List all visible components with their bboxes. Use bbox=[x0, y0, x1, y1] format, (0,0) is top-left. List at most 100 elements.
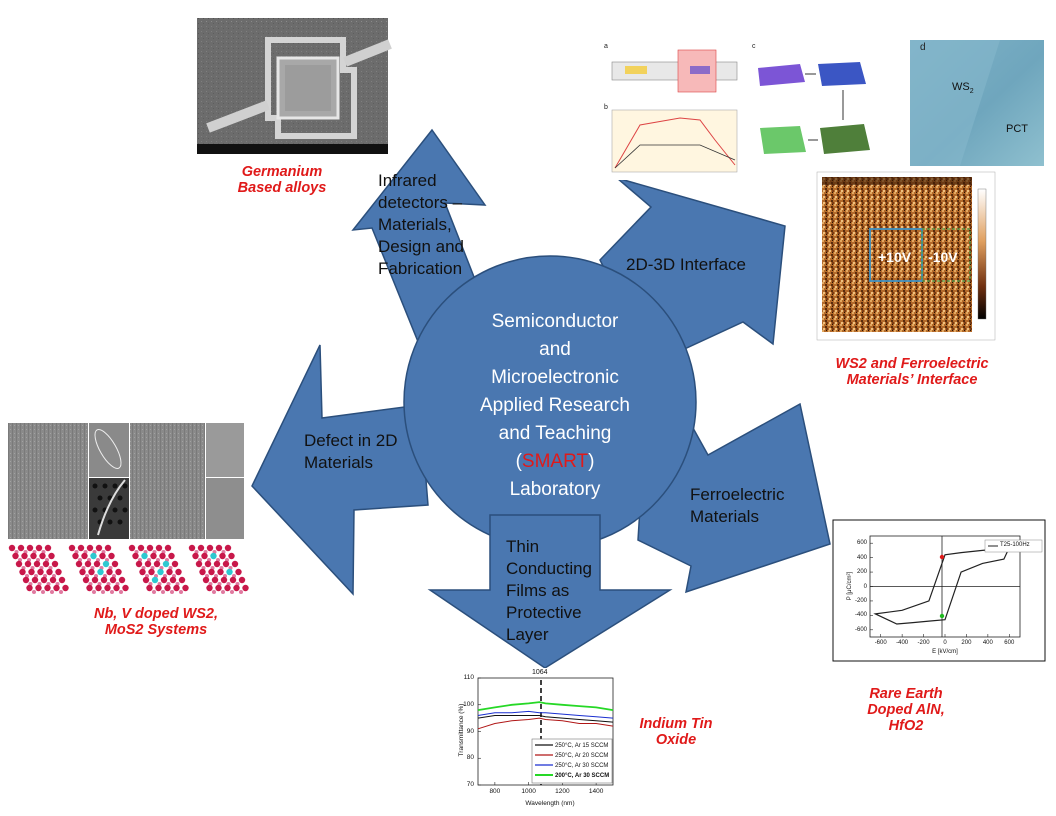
pfm-plus-label: +10V bbox=[878, 249, 912, 265]
atom bbox=[58, 576, 66, 584]
caption-ito: Indium Tin Oxide bbox=[639, 716, 713, 748]
tem-defect-images bbox=[8, 423, 244, 539]
hysteresis-ytick-label: 400 bbox=[856, 554, 867, 561]
atom bbox=[46, 568, 53, 576]
hysteresis-xtick-label: 0 bbox=[943, 640, 947, 646]
atom bbox=[182, 584, 189, 592]
ws2-panel-letter: d bbox=[920, 42, 926, 53]
pfm-minus-label: -10V bbox=[928, 249, 958, 265]
hysteresis-xtick-label: 400 bbox=[982, 640, 993, 646]
transmittance-series-line bbox=[477, 701, 614, 711]
atom bbox=[95, 544, 103, 552]
smart-acronym: SMART bbox=[521, 451, 589, 472]
atom bbox=[55, 568, 62, 576]
atom bbox=[86, 584, 93, 592]
transmittance-ytick-label: 110 bbox=[463, 674, 474, 681]
atom bbox=[32, 590, 36, 594]
atom bbox=[208, 568, 215, 576]
atom bbox=[115, 568, 122, 576]
atom bbox=[92, 590, 96, 594]
transmittance-series-line bbox=[477, 717, 614, 730]
atom bbox=[192, 552, 199, 560]
atom bbox=[24, 560, 32, 568]
atom bbox=[206, 544, 214, 552]
caption-nb-v: Nb, V doped WS2, MoS2 Systems bbox=[93, 606, 219, 638]
atom bbox=[137, 544, 145, 552]
atom bbox=[168, 552, 175, 560]
atom bbox=[146, 544, 154, 552]
transmittance-ytick-label: 80 bbox=[466, 754, 474, 762]
atom bbox=[42, 560, 50, 568]
atom bbox=[150, 552, 157, 560]
atom bbox=[108, 552, 115, 560]
atom bbox=[231, 560, 239, 568]
atom bbox=[195, 560, 203, 568]
atom bbox=[28, 568, 35, 576]
atom bbox=[37, 568, 44, 576]
atom bbox=[132, 552, 139, 560]
atom bbox=[17, 544, 25, 552]
atom bbox=[142, 576, 150, 584]
hysteresis-legend-box bbox=[984, 539, 1043, 553]
atom bbox=[211, 576, 219, 584]
atom bbox=[238, 576, 246, 584]
svg-text:a: a bbox=[604, 43, 608, 50]
atom bbox=[40, 576, 48, 584]
atom bbox=[62, 584, 69, 592]
atomic-model bbox=[8, 544, 69, 594]
atom bbox=[104, 584, 111, 592]
atom bbox=[77, 544, 85, 552]
atom bbox=[139, 568, 146, 576]
atom bbox=[15, 560, 23, 568]
atom bbox=[164, 584, 171, 592]
transmittance-ytick-label: 70 bbox=[466, 781, 474, 788]
atom bbox=[35, 544, 43, 552]
atomic-model bbox=[128, 544, 189, 594]
atom bbox=[210, 552, 217, 560]
atom bbox=[79, 568, 86, 576]
atom bbox=[155, 584, 162, 592]
atom bbox=[219, 552, 226, 560]
atom bbox=[122, 584, 129, 592]
atom bbox=[215, 584, 222, 592]
atom bbox=[199, 568, 206, 576]
transmittance-ytick-label: 90 bbox=[466, 727, 474, 735]
sem-image-germanium bbox=[197, 18, 392, 154]
atom bbox=[19, 568, 26, 576]
atom bbox=[188, 544, 196, 552]
atom bbox=[91, 576, 99, 584]
atom bbox=[164, 544, 172, 552]
atom bbox=[50, 590, 54, 594]
atom bbox=[229, 576, 237, 584]
atomic-model bbox=[188, 544, 249, 594]
atom bbox=[106, 568, 113, 576]
atom bbox=[175, 568, 182, 576]
atom bbox=[26, 584, 33, 592]
atom bbox=[104, 544, 112, 552]
atom bbox=[230, 590, 234, 594]
caption-ws2-ferro: WS2 and Ferroelectric Materials’ Interfa… bbox=[835, 356, 989, 388]
transmittance-legend-entries: 250°C, Ar 15 SCCM 250°C, Ar 20 SCCM 250°… bbox=[555, 743, 610, 779]
hysteresis-ytick-label: -600 bbox=[854, 626, 867, 633]
defect-label: Defect in 2D Materials bbox=[304, 431, 398, 472]
atom bbox=[21, 552, 28, 560]
atomic-models bbox=[8, 544, 249, 594]
atom bbox=[49, 576, 57, 584]
atom bbox=[206, 584, 213, 592]
hysteresis-ytick-label: 0 bbox=[863, 583, 867, 590]
atom bbox=[81, 552, 88, 560]
atom bbox=[53, 584, 60, 592]
atom bbox=[59, 590, 63, 594]
transmittance-xtick-label: 1000 bbox=[521, 788, 536, 795]
atom bbox=[215, 544, 223, 552]
atom bbox=[102, 560, 110, 568]
atom bbox=[169, 576, 177, 584]
atom bbox=[84, 560, 92, 568]
atom bbox=[197, 544, 205, 552]
transmittance-xtick-label: 800 bbox=[489, 788, 501, 795]
atom bbox=[152, 590, 156, 594]
atom bbox=[135, 560, 143, 568]
atom bbox=[12, 552, 19, 560]
atom bbox=[171, 560, 179, 568]
arrow-thin-films bbox=[427, 514, 673, 669]
